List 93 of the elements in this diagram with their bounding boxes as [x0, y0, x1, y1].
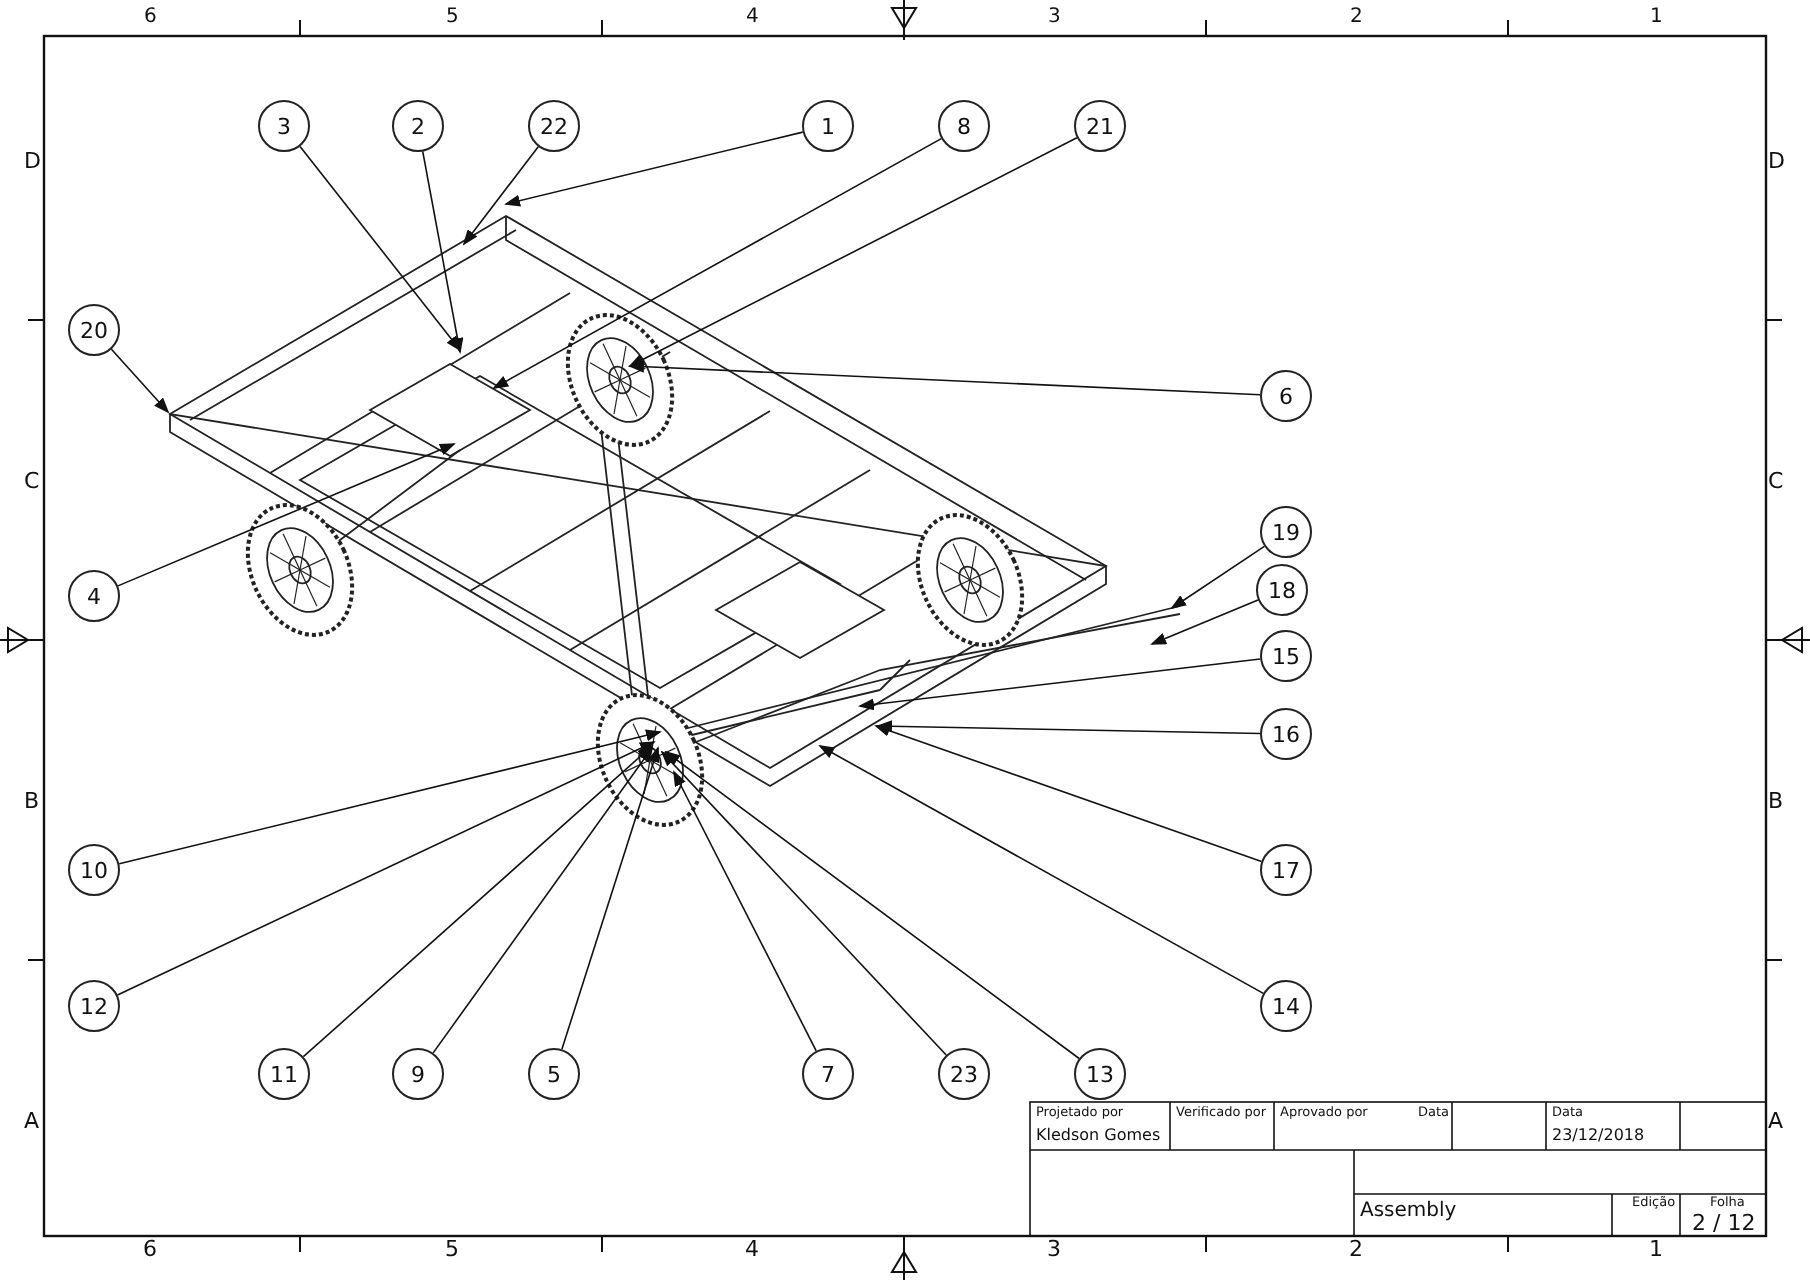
callout-balloon [938, 100, 990, 152]
callout-number: 1 [821, 115, 835, 137]
callout-balloon [68, 304, 120, 356]
zone-letter: B [24, 789, 40, 811]
zone-number: 5 [445, 1237, 459, 1259]
callout-balloon [258, 100, 310, 152]
leader-line [1150, 599, 1259, 645]
sheet-number: 2 / 12 [1692, 1211, 1756, 1233]
callout-number: 10 [80, 859, 108, 881]
leader-line [117, 443, 456, 587]
callout-balloon [1260, 844, 1312, 896]
callout-balloon [1074, 1048, 1126, 1100]
callout-balloon [528, 100, 580, 152]
callout-number: 15 [1272, 645, 1300, 667]
callout-number: 3 [277, 115, 291, 137]
callout-balloon [938, 1048, 990, 1100]
callout-number: 16 [1272, 723, 1300, 745]
callout-number: 2 [411, 115, 425, 137]
leader-line [118, 729, 662, 865]
callout-number: 9 [411, 1063, 425, 1085]
leader-line [660, 750, 947, 1056]
callout-number: 19 [1272, 521, 1300, 543]
callout-balloon [802, 100, 854, 152]
callout-balloon [392, 1048, 444, 1100]
callout-balloon [258, 1048, 310, 1100]
callout-number: 22 [540, 115, 568, 137]
zone-letter: C [1768, 469, 1784, 491]
leader-line [462, 145, 540, 246]
date-value: 23/12/2018 [1552, 1128, 1645, 1144]
zone-number: 3 [1048, 8, 1061, 28]
callout-number: 18 [1268, 579, 1296, 601]
leader-line [874, 725, 1263, 863]
callout-number: 11 [270, 1063, 298, 1085]
zone-letter: A [1768, 1109, 1784, 1131]
callout-balloon [68, 570, 120, 622]
callout-number: 5 [547, 1063, 561, 1085]
callout-number: 23 [950, 1063, 978, 1085]
zone-number: 5 [446, 8, 459, 28]
callout-balloon [392, 100, 444, 152]
leader-line [492, 137, 943, 389]
zone-letter: A [24, 1109, 40, 1131]
callout-balloon [528, 1048, 580, 1100]
zone-number: 6 [143, 1237, 157, 1259]
zone-number: 6 [144, 8, 157, 28]
zone-letter: C [24, 469, 40, 491]
leader-line [421, 150, 464, 354]
callout-balloon [1256, 564, 1308, 616]
leader-line [299, 145, 462, 352]
leader-line [818, 745, 1265, 995]
callout-number: 21 [1086, 115, 1114, 137]
zone-number: 4 [746, 8, 759, 28]
zone-number: 4 [745, 1237, 759, 1259]
leader-line [504, 131, 804, 207]
leader-line [110, 348, 170, 414]
callout-number: 8 [957, 115, 971, 137]
callout-balloon [802, 1048, 854, 1100]
designer-name: Kledson Gomes [1036, 1128, 1161, 1144]
callout-number: 6 [1279, 385, 1293, 407]
callout-balloon [1260, 980, 1312, 1032]
leader-line [1170, 545, 1266, 610]
leader-line [628, 360, 1261, 396]
callout-number: 7 [821, 1063, 835, 1085]
zone-number: 1 [1649, 1237, 1663, 1259]
callout-balloon [1260, 630, 1312, 682]
zone-number: 3 [1047, 1237, 1061, 1259]
zone-number: 1 [1650, 8, 1663, 28]
leader-line [664, 750, 1080, 1060]
zone-letter: D [1768, 149, 1785, 171]
callout-balloon [68, 980, 120, 1032]
leader-line [432, 746, 654, 1054]
callout-number: 17 [1272, 859, 1300, 881]
drawing-title: Assembly [1360, 1202, 1457, 1222]
zone-number: 2 [1349, 1237, 1363, 1259]
callout-number: 13 [1086, 1063, 1114, 1085]
leader-line [673, 770, 817, 1052]
callout-number: 20 [80, 319, 108, 341]
leader-line [561, 746, 660, 1051]
leader-line [302, 744, 654, 1058]
callout-balloon [1260, 506, 1312, 558]
callout-number: 14 [1272, 995, 1300, 1017]
callout-balloon [1260, 708, 1312, 760]
callout-balloon [1074, 100, 1126, 152]
leader-line [628, 137, 1078, 367]
leader-line [116, 741, 656, 996]
callout-balloon [68, 844, 120, 896]
zone-number: 2 [1350, 8, 1363, 28]
zone-letter: D [24, 149, 41, 171]
callout-number: 4 [87, 585, 101, 607]
leader-line [876, 720, 1261, 735]
callout-number: 12 [80, 995, 108, 1017]
leader-line [858, 658, 1261, 711]
callout-balloon [1260, 370, 1312, 422]
zone-letter: B [1768, 789, 1784, 811]
